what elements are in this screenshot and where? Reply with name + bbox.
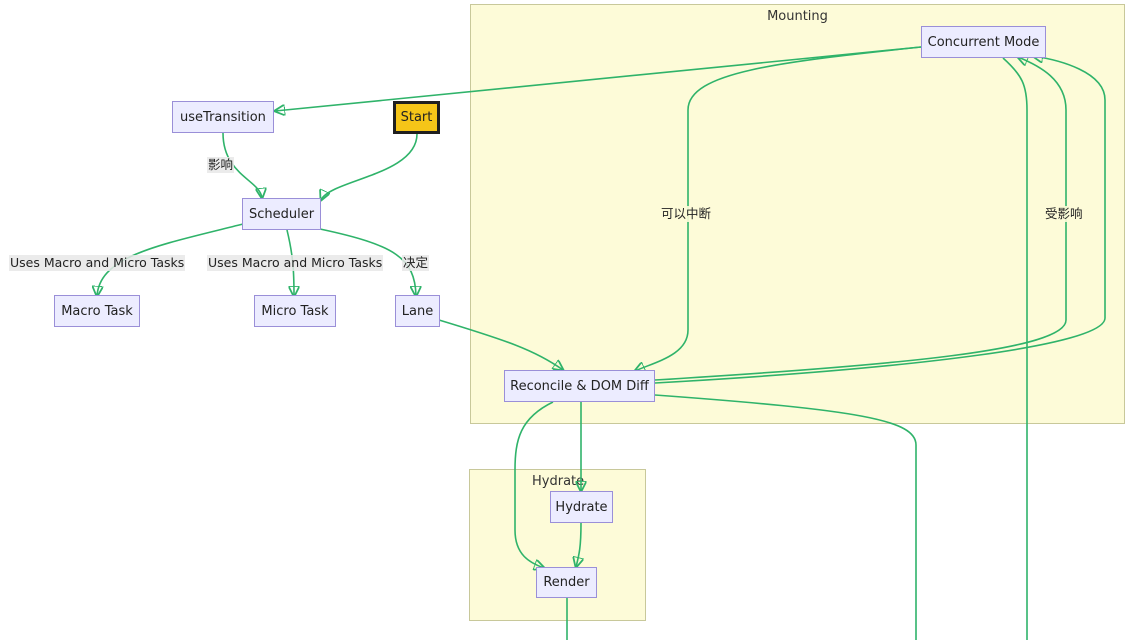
- node-reconcile[interactable]: Reconcile & DOM Diff: [504, 370, 655, 402]
- edge-label-uses-macro: Uses Macro and Micro Tasks: [9, 255, 186, 271]
- node-use-transition[interactable]: useTransition: [172, 101, 274, 133]
- edge-scheduler-to-macrotask: [97, 223, 244, 296]
- edge-hydrate-to-render: [576, 522, 581, 567]
- edge-scheduler-to-lane: [319, 228, 416, 296]
- node-concurrent-mode[interactable]: Concurrent Mode: [921, 26, 1046, 58]
- edge-label-uses-micro: Uses Macro and Micro Tasks: [207, 255, 384, 271]
- node-hydrate[interactable]: Hydrate: [550, 491, 613, 523]
- node-scheduler[interactable]: Scheduler: [242, 198, 321, 230]
- edge-concurrent-to-reconcile: [635, 46, 922, 371]
- edge-reconcile-to-render: [514, 401, 554, 568]
- edge-label-interruptible: 可以中断: [660, 206, 713, 222]
- edge-label-affects: 影响: [207, 157, 235, 173]
- edge-reconcile-to-concurrent-b: [654, 56, 1106, 384]
- edge-label-affected: 受影响: [1044, 206, 1084, 222]
- node-macro-task[interactable]: Macro Task: [54, 295, 140, 327]
- edge-usetransition-to-scheduler: [222, 132, 262, 198]
- node-start[interactable]: Start: [393, 101, 440, 134]
- node-lane[interactable]: Lane: [395, 295, 440, 327]
- hydrate-subgraph-label: Hydrate: [532, 474, 585, 489]
- edge-label-decides: 决定: [402, 255, 430, 271]
- edge-reconcile-to-concurrent-a: [654, 57, 1067, 381]
- edge-concurrent-to-usetransition: [275, 46, 922, 111]
- node-render[interactable]: Render: [536, 567, 597, 598]
- node-micro-task[interactable]: Micro Task: [254, 295, 336, 327]
- edge-lane-to-reconcile: [438, 319, 563, 370]
- edge-reconcile-down: [654, 394, 917, 640]
- edge-start-to-scheduler: [321, 133, 418, 200]
- mounting-subgraph-label: Mounting: [767, 9, 828, 24]
- mounting-subgraph: Mounting: [470, 4, 1125, 424]
- edge-concurrent-down: [1002, 57, 1028, 640]
